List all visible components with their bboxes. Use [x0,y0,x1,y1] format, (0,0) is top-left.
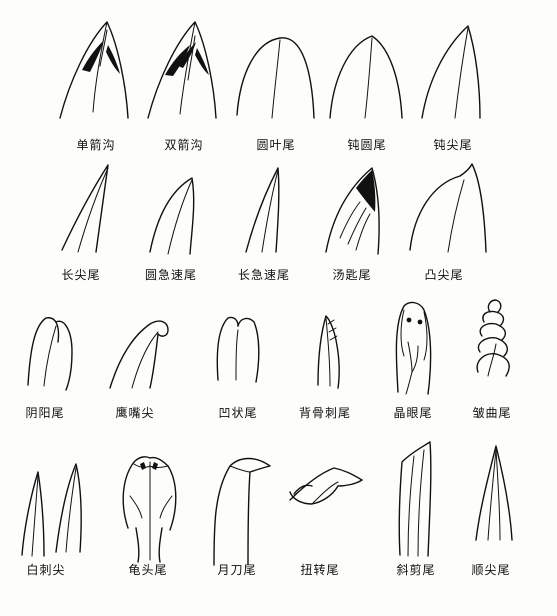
drawing-tang-chi-wei [325,167,380,255]
label-yuan-ye-wei: 圆叶尾 [256,138,296,152]
label-shun-jian-wei: 顺尖尾 [471,563,511,577]
drawing-chang-jian-wei [61,164,109,253]
label-dun-yuan-wei: 钝圆尾 [347,138,387,152]
label-yue-dao-wei: 月刀尾 [217,563,257,577]
label-niu-zhuan-wei: 扭转尾 [300,563,340,577]
drawing-ao-zhuang-wei [216,316,260,383]
drawing-shuang-jian-gou [147,21,217,119]
drawing-yuan-ji-su-wei [149,177,195,255]
label-ying-zui-jian: 鹰嘴尖 [115,406,155,420]
label-zhou-qu-wei: 皱曲尾 [472,406,512,420]
drawing-dun-jian-wei [421,25,481,119]
drawing-bei-gu-ci-wei [317,315,341,389]
label-xie-jian-wei: 斜剪尾 [396,563,436,577]
drawing-yuan-ye-wei [236,37,315,119]
drawing-niu-zhuan-wei [289,467,363,505]
label-chang-ji-su-wei: 长急速尾 [237,268,291,282]
drawing-zhou-qu-wei [476,299,510,377]
drawing-dun-yuan-wei [329,35,403,119]
label-bei-gu-ci-wei: 背骨刺尾 [298,406,352,420]
drawing-ying-zui-jian [109,320,169,389]
label-yuan-ji-su-wei: 圆急速尾 [144,268,198,282]
drawing-shun-jian-wei [475,445,513,541]
label-ao-zhuang-wei: 凹状尾 [218,406,258,420]
drawing-tu-jian-wei [409,163,487,253]
label-bai-ci-jian: 白刺尖 [26,563,66,577]
drawing-dan-jian-gou [59,21,129,119]
label-dan-jian-gou: 单箭沟 [76,138,116,152]
drawing-yin-yang-wei [27,317,73,391]
label-shuang-jian-gou: 双箭沟 [164,138,204,152]
label-tu-jian-wei: 凸尖尾 [424,268,464,282]
label-gui-tou-wei: 龟头尾 [128,563,168,577]
drawing-chang-ji-su-wei [245,167,280,253]
label-tang-chi-wei: 汤匙尾 [332,268,372,282]
drawing-gui-tou-wei [122,456,177,563]
label-yin-yang-wei: 阴阳尾 [25,406,65,420]
label-dun-jian-wei: 钝尖尾 [433,138,473,152]
label-jing-yan-wei: 晶眼尾 [393,406,433,420]
drawing-jing-yan-wei [395,301,432,395]
drawing-bai-ci-jian [21,463,82,557]
label-chang-jian-wei: 长尖尾 [61,268,101,282]
drawing-xie-jian-wei [398,441,432,557]
drawing-yue-dao-wei [213,457,271,566]
